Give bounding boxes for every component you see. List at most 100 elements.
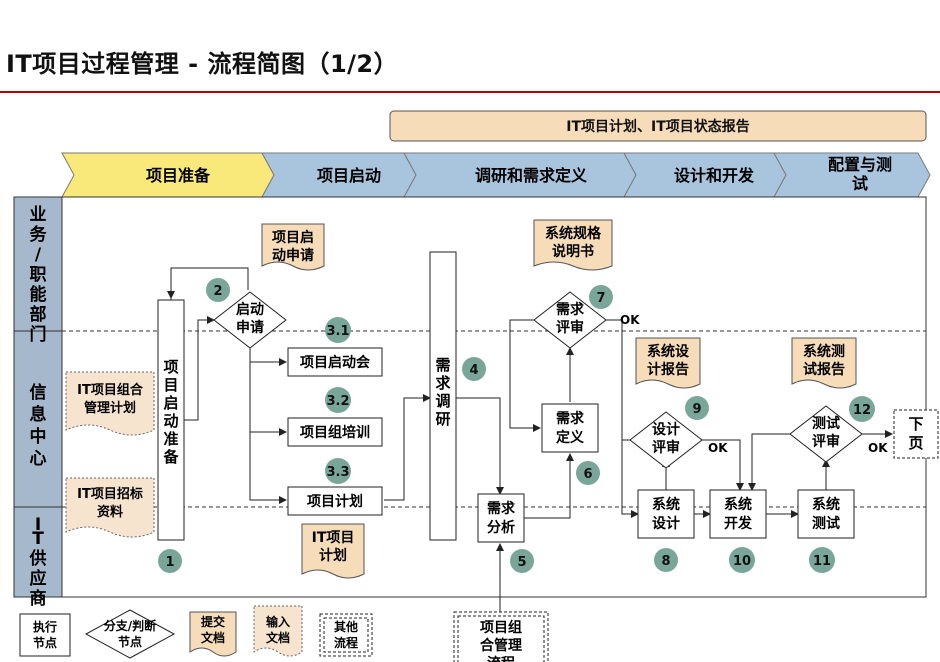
svg-text:7: 7 bbox=[596, 291, 605, 306]
doc-design-report: 系统设计报告 bbox=[635, 337, 701, 389]
step-circle: 6 bbox=[576, 461, 600, 485]
step-circle: 3.1 bbox=[325, 317, 351, 343]
svg-text:6: 6 bbox=[583, 467, 592, 482]
step-circle: 3.3 bbox=[325, 458, 351, 484]
phase-bar: 项目准备 项目启动 调研和需求定义 设计和开发 配置与测试 bbox=[61, 152, 931, 198]
svg-text:需求评审: 需求评审 bbox=[556, 301, 585, 336]
node-design-review: 设计评审 bbox=[629, 411, 703, 469]
node-sys-dev: 系统开发 bbox=[709, 489, 767, 539]
svg-text:系统测试报告: 系统测试报告 bbox=[803, 343, 845, 378]
lane-label-info-center: 信息中心 bbox=[30, 382, 47, 469]
ok-label: OK bbox=[868, 441, 888, 455]
legend-input-doc: 输入文档 bbox=[253, 605, 303, 657]
doc-portfolio-plan: IT项目组合管理计划 bbox=[65, 371, 155, 436]
node-training: 项目组培训 bbox=[287, 417, 383, 447]
doc-it-plan: IT项目计划 bbox=[301, 523, 365, 579]
svg-text:IT项目组合管理计划: IT项目组合管理计划 bbox=[77, 382, 144, 416]
phase-label: 项目准备 bbox=[146, 166, 211, 185]
svg-text:分支/判断节点: 分支/判断节点 bbox=[104, 618, 156, 649]
phase-label: 项目启动 bbox=[317, 166, 381, 185]
svg-text:系统设计报告: 系统设计报告 bbox=[647, 343, 690, 378]
step-circle: 10 bbox=[729, 547, 755, 573]
ok-label: OK bbox=[620, 313, 640, 327]
svg-text:8: 8 bbox=[661, 554, 670, 569]
step-circle: 2 bbox=[206, 278, 230, 302]
svg-text:IT项目计划: IT项目计划 bbox=[312, 530, 355, 564]
svg-text:3.2: 3.2 bbox=[326, 394, 349, 409]
svg-text:3.1: 3.1 bbox=[326, 324, 349, 339]
svg-text:系统规格说明书: 系统规格说明书 bbox=[545, 225, 602, 260]
ok-label: OK bbox=[708, 441, 728, 455]
legend: 执行节点 分支/判断节点 提交文档 输入文档 其他流程 bbox=[19, 605, 373, 659]
node-req-analysis: 需求分析 bbox=[477, 493, 525, 543]
node-req-define: 需求定义 bbox=[541, 403, 599, 453]
svg-text:IT项目计划、IT项目状态报告: IT项目计划、IT项目状态报告 bbox=[566, 118, 750, 135]
svg-text:12: 12 bbox=[853, 403, 871, 418]
phase-label: 调研和需求定义 bbox=[475, 166, 587, 185]
svg-text:下页: 下页 bbox=[908, 415, 923, 452]
svg-text:项目计划: 项目计划 bbox=[307, 493, 363, 510]
node-kickoff-meeting: 项目启动会 bbox=[287, 347, 383, 377]
node-plan: 项目计划 bbox=[287, 486, 383, 516]
svg-text:5: 5 bbox=[517, 555, 526, 570]
svg-text:系统开发: 系统开发 bbox=[724, 496, 753, 532]
step-circle: 7 bbox=[589, 285, 613, 309]
doc-spec: 系统规格说明书 bbox=[533, 219, 613, 271]
step-circle: 11 bbox=[809, 547, 835, 573]
legend-exec-node: 执行节点 bbox=[19, 613, 71, 657]
svg-text:项目组合管理流程: 项目组合管理流程 bbox=[480, 619, 522, 662]
phase-label: 设计和开发 bbox=[674, 166, 755, 185]
svg-text:1: 1 bbox=[165, 555, 174, 570]
doc-test-report: 系统测试报告 bbox=[791, 337, 857, 389]
page-title: IT项目过程管理 - 流程简图（1/2） bbox=[6, 50, 399, 78]
svg-text:项目启动会: 项目启动会 bbox=[300, 354, 371, 371]
svg-text:需求分析: 需求分析 bbox=[487, 500, 516, 536]
step-circle: 3.2 bbox=[325, 387, 351, 413]
svg-text:系统测试: 系统测试 bbox=[812, 496, 840, 532]
node-req-review: 需求评审 bbox=[533, 291, 607, 349]
phase-label-config: 配置与测试 bbox=[828, 155, 892, 193]
node-next-page[interactable]: 下页 bbox=[893, 409, 939, 459]
step-circle: 4 bbox=[462, 357, 486, 381]
legend-other-flow: 其他流程 bbox=[319, 613, 373, 657]
svg-text:项目组培训: 项目组培训 bbox=[300, 424, 370, 441]
svg-text:3.3: 3.3 bbox=[326, 465, 349, 480]
svg-text:设计评审: 设计评审 bbox=[652, 421, 680, 456]
doc-kickoff-request: 项目启动申请 bbox=[261, 223, 325, 271]
step-circle: 1 bbox=[158, 549, 182, 573]
svg-text:需求调研: 需求调研 bbox=[435, 356, 451, 428]
node-survey: 需求调研 bbox=[429, 251, 457, 541]
svg-text:需求定义: 需求定义 bbox=[556, 410, 585, 446]
step-circle: 8 bbox=[654, 548, 678, 572]
svg-text:项目启动申请: 项目启动申请 bbox=[272, 229, 314, 264]
legend-submit-doc: 提交文档 bbox=[189, 611, 237, 657]
step-circle: 5 bbox=[510, 549, 534, 573]
node-kickoff-diamond: 启动申请 bbox=[213, 291, 287, 349]
svg-text:测试评审: 测试评审 bbox=[812, 415, 840, 450]
svg-text:提交文档: 提交文档 bbox=[201, 614, 225, 645]
svg-text:11: 11 bbox=[813, 554, 831, 569]
svg-text:2: 2 bbox=[213, 284, 222, 299]
node-portfolio-process: 项目组合管理流程 bbox=[453, 611, 549, 662]
node-test-review: 测试评审 bbox=[789, 405, 863, 463]
svg-text:其他流程: 其他流程 bbox=[334, 619, 358, 650]
legend-branch-node: 分支/判断节点 bbox=[84, 609, 176, 659]
svg-text:执行节点: 执行节点 bbox=[33, 619, 57, 650]
lane-label-business: 业务/职能部门 bbox=[30, 205, 48, 345]
svg-text:系统设计: 系统设计 bbox=[652, 496, 680, 532]
node-prep: 项目启动准备 bbox=[157, 299, 185, 541]
svg-text:9: 9 bbox=[692, 402, 701, 417]
svg-text:启动申请: 启动申请 bbox=[236, 301, 264, 336]
node-sys-test: 系统测试 bbox=[797, 489, 855, 539]
svg-text:IT项目招标资料: IT项目招标资料 bbox=[77, 486, 143, 520]
status-report-banner: IT项目计划、IT项目状态报告 bbox=[389, 110, 927, 142]
svg-text:项目启动准备: 项目启动准备 bbox=[162, 358, 179, 466]
doc-bid-docs: IT项目招标资料 bbox=[65, 477, 155, 538]
step-circle: 9 bbox=[685, 396, 709, 420]
svg-text:4: 4 bbox=[469, 363, 478, 378]
svg-text:输入文档: 输入文档 bbox=[266, 614, 290, 645]
step-circle: 12 bbox=[849, 396, 875, 422]
